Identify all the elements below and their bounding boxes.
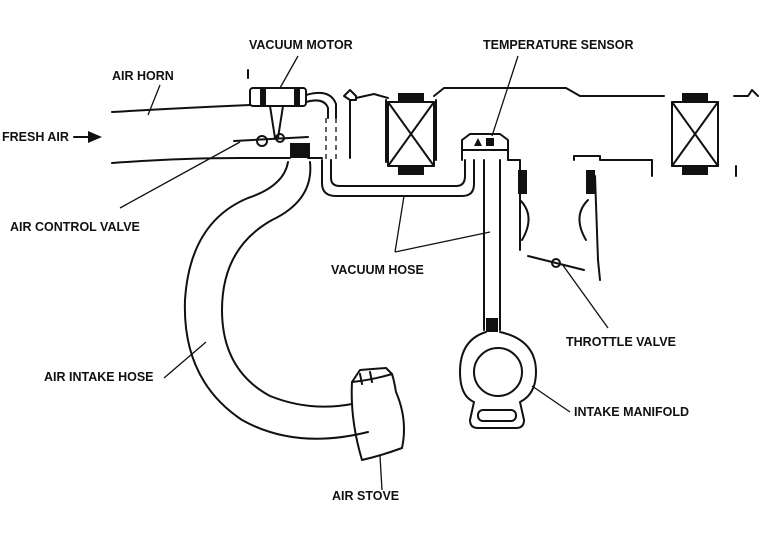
carburetor-throat	[518, 155, 737, 281]
vacuum-motor	[247, 69, 337, 139]
filter-element-right	[671, 93, 719, 175]
fresh-air-arrow-icon	[73, 131, 102, 143]
label-air-intake-hose: AIR INTAKE HOSE	[44, 370, 154, 384]
label-vacuum-hose: VACUUM HOSE	[331, 263, 424, 277]
housing-top	[343, 87, 759, 163]
label-temperature-sensor: TEMPERATURE SENSOR	[483, 38, 633, 52]
label-fresh-air: FRESH AIR	[2, 130, 69, 144]
label-intake-manifold: INTAKE MANIFOLD	[574, 405, 689, 419]
air-intake-hose	[183, 161, 369, 440]
air-control-valve	[233, 133, 310, 158]
temperature-sensor	[461, 133, 521, 251]
intake-manifold	[459, 159, 537, 429]
filter-element-left	[387, 93, 435, 175]
label-air-stove: AIR STOVE	[332, 489, 399, 503]
label-air-horn: AIR HORN	[112, 69, 174, 83]
leader-lines	[119, 55, 609, 491]
label-vacuum-motor: VACUUM MOTOR	[249, 38, 353, 52]
vacuum-dashed-lines	[325, 118, 337, 160]
label-throttle-valve: THROTTLE VALVE	[566, 335, 676, 349]
vacuum-hose	[321, 159, 475, 197]
air-stove	[350, 367, 405, 461]
throttle-valve	[527, 255, 585, 271]
air-horn-tube	[111, 104, 323, 164]
label-air-control-valve: AIR CONTROL VALVE	[10, 220, 140, 234]
